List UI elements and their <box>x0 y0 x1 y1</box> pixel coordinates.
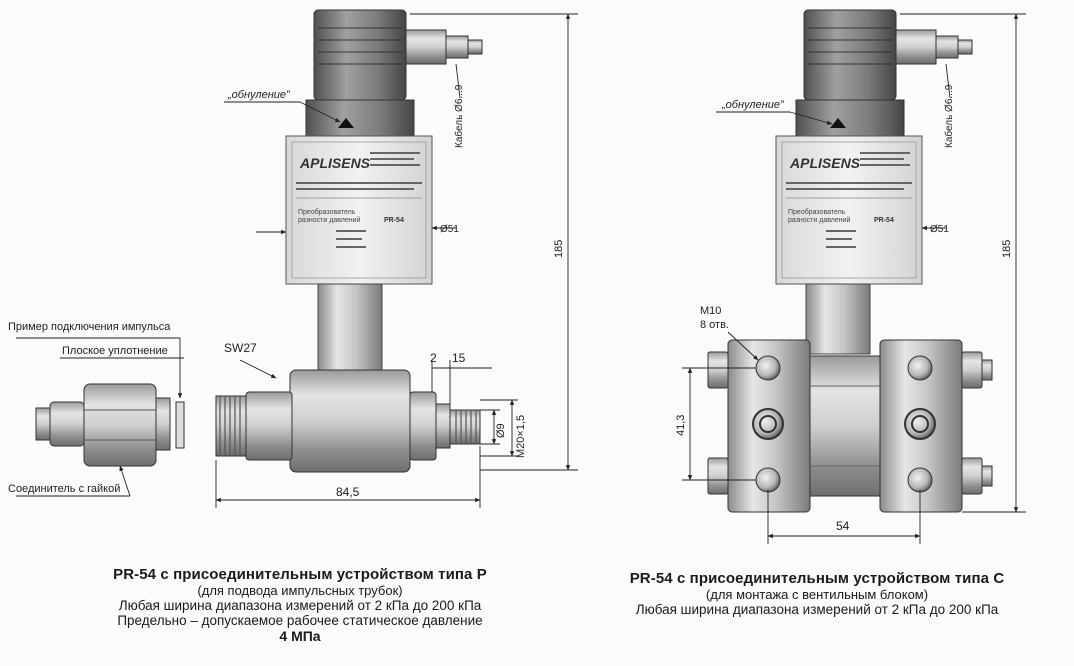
left-electronics-housing <box>285 135 433 285</box>
right-transmitter <box>707 9 993 513</box>
right-brand-logo: APLISENS <box>789 155 861 171</box>
dim-54-label: 54 <box>836 519 850 533</box>
right-electronics-housing <box>775 135 923 285</box>
flat-seal-label: Плоское уплотнение <box>62 345 168 357</box>
left-caption-line1: Любая ширина диапазона измерений от 2 кП… <box>118 598 482 613</box>
left-brand-logo: APLISENS <box>299 155 371 171</box>
left-flat-seal <box>175 401 185 449</box>
right-nameplate: APLISENS Преобразователь разности давлен… <box>788 155 894 224</box>
left-caption-line2: Предельно – допускаемое рабочее статичес… <box>117 613 483 628</box>
dim-d9-label: Ø9 <box>495 423 507 438</box>
left-process-body <box>289 369 411 473</box>
svg-text:PR-54: PR-54 <box>384 217 404 224</box>
right-body-dim: Ø51 <box>930 224 949 235</box>
right-caption-line1: Любая ширина диапазона измерений от 2 кП… <box>635 602 999 617</box>
holes-label: 8 отв. <box>700 319 729 331</box>
dim-thread-label: M20×1,5 <box>515 415 527 458</box>
svg-text:Преобразователь: Преобразователь <box>788 208 846 216</box>
left-caption-subtitle: (для подвода импульсных трубок) <box>197 583 403 598</box>
left-transmitter <box>215 9 483 473</box>
right-cable-gland <box>895 29 937 65</box>
left-zeroing-label: „обнуление” <box>227 89 291 101</box>
dim-2-label: 2 <box>430 351 437 365</box>
left-stem <box>317 283 383 377</box>
sw-label: SW27 <box>224 341 257 355</box>
left-caption-line3: 4 МПа <box>279 628 321 644</box>
left-housing-neck <box>305 99 415 137</box>
right-caption-subtitle: (для монтажа с вентильным блоком) <box>705 587 929 602</box>
right-height-dim: 185 <box>1001 240 1013 258</box>
left-caption: PR-54 с присоединительным устройством ти… <box>0 566 600 644</box>
svg-text:разности давлений: разности давлений <box>788 216 851 224</box>
left-height-dim: 185 <box>553 240 565 258</box>
left-impulse-connector <box>35 383 185 467</box>
right-cable-label: Кабель Ø6...9 <box>943 84 955 148</box>
dim-413-label: 41,3 <box>675 415 687 436</box>
bolt-label: M10 <box>700 305 721 317</box>
right-housing-neck <box>795 99 905 137</box>
svg-text:PR-54: PR-54 <box>874 217 894 224</box>
svg-text:Преобразователь: Преобразователь <box>298 208 356 216</box>
connector-nut-label: Соединитель с гайкой <box>8 483 120 495</box>
right-connector-housing <box>803 9 897 101</box>
dim-length-label: 84,5 <box>336 485 360 499</box>
left-connector-housing <box>313 9 407 101</box>
left-caption-title: PR-54 с присоединительным устройством ти… <box>113 566 487 583</box>
left-body-dim: Ø51 <box>440 224 459 235</box>
left-nameplate: APLISENS Преобразователь разности давлен… <box>298 155 404 224</box>
right-stem <box>805 283 871 355</box>
dim-15-label: 15 <box>452 351 466 365</box>
right-zeroing-label: „обнуление” <box>721 99 785 111</box>
right-caption: PR-54 с присоединительным устройством ти… <box>560 570 1074 617</box>
impulse-example-label: Пример подключения импульса <box>8 321 171 333</box>
left-cable-label: Кабель Ø6...9 <box>453 84 465 148</box>
right-center-body <box>809 355 881 497</box>
left-cable-gland <box>405 29 447 65</box>
right-caption-title: PR-54 с присоединительным устройством ти… <box>629 570 1005 587</box>
svg-text:разности давлений: разности давлений <box>298 216 361 224</box>
